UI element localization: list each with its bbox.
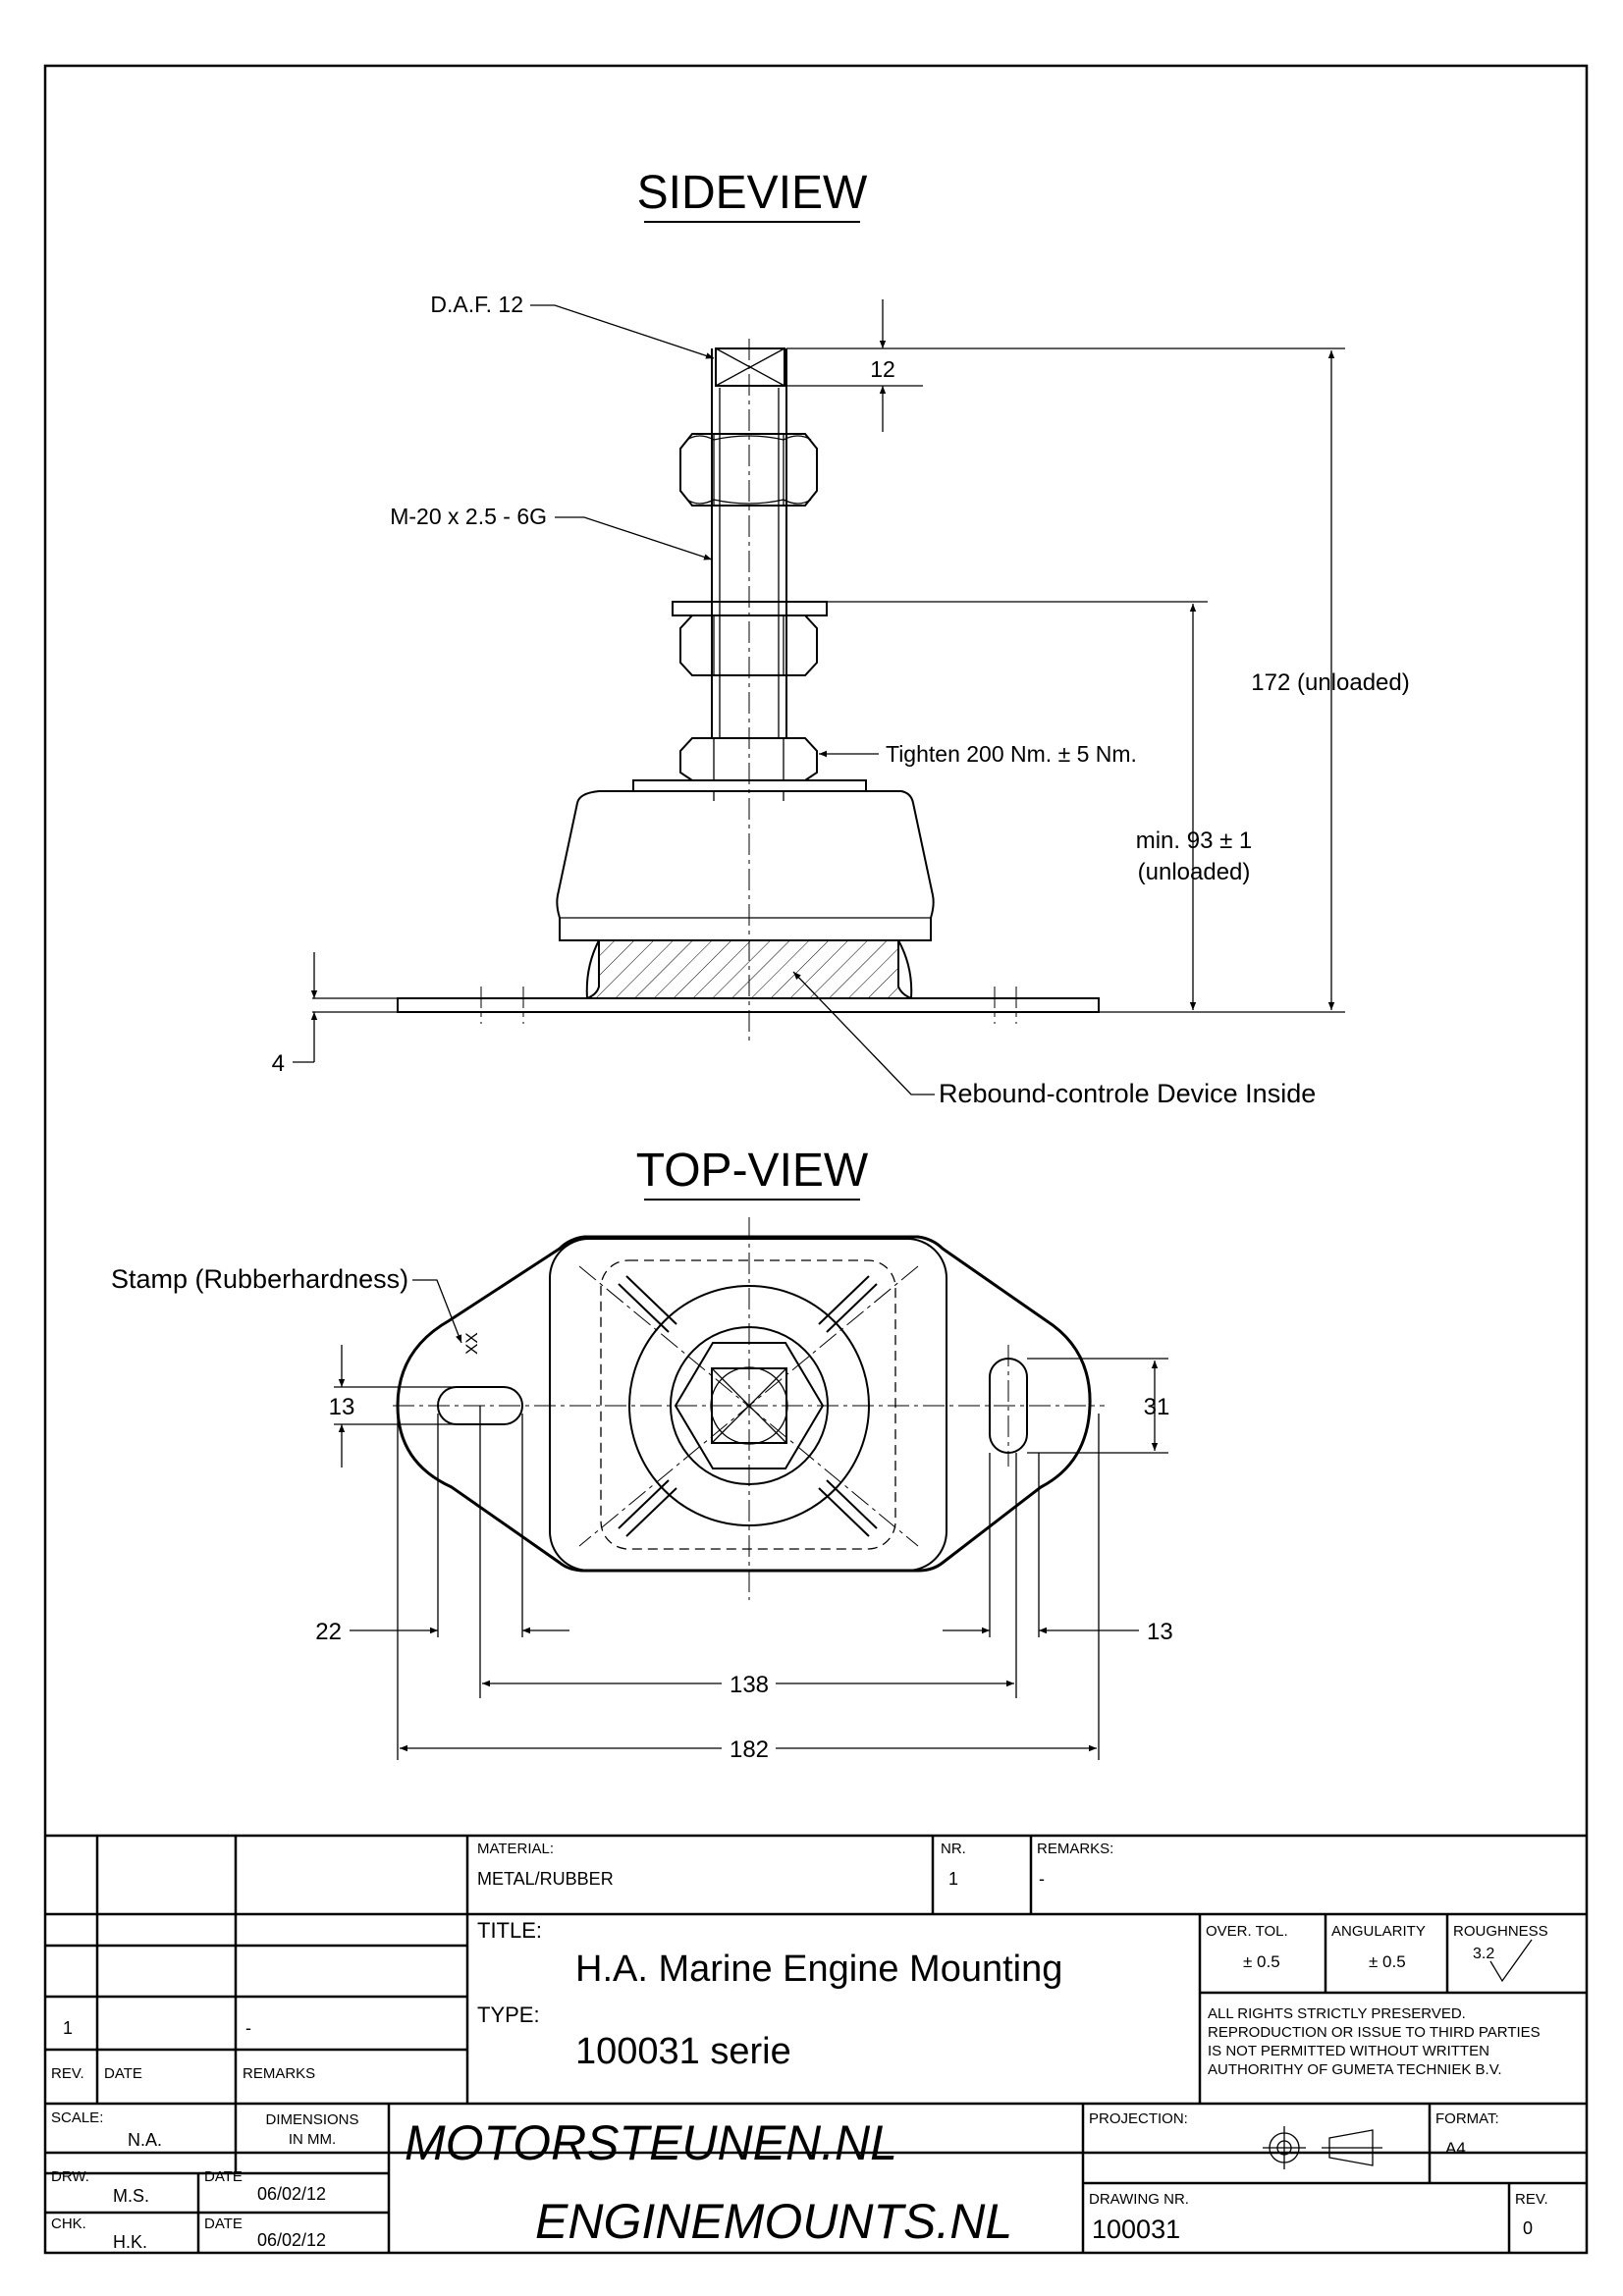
label-tighten: Tighten 200 Nm. ± 5 Nm. [886,741,1137,767]
tb-drw-date-value: 06/02/12 [257,2184,326,2204]
tb-rights-line4: AUTHORITHY OF GUMETA TECHNIEK B.V. [1208,2061,1502,2078]
tb-nr-value: 1 [948,1869,958,1889]
tb-rev-label-2: REV. [1515,2191,1548,2208]
topview: TOP-VIEW Stamp (Rubberhardne [111,1145,1173,1763]
label-dim-4: 4 [272,1050,285,1077]
tb-drw-value: M.S. [113,2186,149,2206]
label-dim-12: 12 [870,356,895,382]
base-plate [397,997,1100,1013]
rib-top-left [618,1275,677,1333]
tb-date-label: DATE [104,2065,142,2082]
stud-top-cross-2 [715,347,785,387]
rubber-side-left [585,939,600,999]
tb-dimensions-line1: DIMENSIONS [265,2111,358,2128]
tb-chk-label: CHK. [51,2216,86,2232]
label-rebound: Rebound-controle Device Inside [939,1079,1316,1108]
label-dim-31: 31 [1144,1394,1170,1420]
tb-drw-date-label: DATE [204,2168,243,2185]
tb-title-label: TITLE: [477,1918,542,1943]
tb-chk-date-label: DATE [204,2216,243,2232]
label-dim-93-line1: min. 93 ± 1 [1136,828,1253,854]
sideview-title: SIDEVIEW [637,167,868,219]
leader-daf [530,304,715,359]
label-dim-138: 138 [730,1672,769,1698]
tb-type-value: 100031 serie [575,2031,791,2072]
tb-drw-label: DRW. [51,2168,89,2185]
tb-chk-date-value: 06/02/12 [257,2230,326,2250]
stud-top-square [715,347,785,387]
tb-remarks-col-label: REMARKS [243,2065,315,2082]
topview-title: TOP-VIEW [636,1145,869,1197]
stud-square-top [711,1367,787,1444]
rib-bottom-left [618,1479,677,1537]
tb-remarks-label: REMARKS: [1037,1841,1113,1857]
label-daf: D.A.F. 12 [430,292,523,317]
tb-rights-line2: REPRODUCTION OR ISSUE TO THIRD PARTIES [1208,2024,1541,2041]
leader-stamp [412,1279,462,1344]
stud-circle-top [710,1366,788,1445]
tb-dimensions-line2: IN MM. [289,2131,336,2148]
label-stamp: Stamp (Rubberhardness) [111,1264,408,1294]
tb-roughness-label: ROUGHNESS [1453,1923,1548,1940]
roughness-symbol-icon [1489,1939,1533,1983]
tb-material-value: METAL/RUBBER [477,1869,614,1889]
rib-bottom-right [818,1479,878,1537]
tb-rev-value: 0 [1523,2218,1533,2238]
tb-drawing-nr-value: 100031 [1092,2215,1180,2244]
tb-drawing-nr-label: DRAWING NR. [1089,2191,1189,2208]
tb-rev-label: REV. [51,2065,84,2082]
flange-outline [396,1235,1092,1573]
inner-washer-circle [670,1326,829,1485]
label-dim-93-line2: (unloaded) [1138,859,1251,885]
rubber-side-right [897,939,913,999]
tb-material-label: MATERIAL: [477,1841,554,1857]
label-dim-172: 172 (unloaded) [1251,669,1409,696]
leader-rebound [792,971,935,1095]
label-dim-13-bottom: 13 [1147,1619,1173,1645]
upper-nut-chamfer [686,435,812,505]
tb-title-value: H.A. Marine Engine Mounting [575,1949,1062,1990]
tb-format-value: A4 [1445,2139,1466,2158]
middle-nut [679,614,818,676]
title-block: MATERIAL: METAL/RUBBER NR. 1 REMARKS: - … [45,1834,1587,2253]
sheet-border [43,64,1589,2255]
label-thread: M-20 x 2.5 - 6G [390,504,547,529]
tb-format-label: FORMAT: [1435,2110,1499,2127]
tb-over-tol-value: ± 0.5 [1243,1952,1280,1971]
rubber-body-square [549,1238,947,1572]
projection-symbol-icon [1263,2126,1382,2169]
outer-washer-circle [628,1285,870,1526]
stud-square-cross-2 [711,1367,787,1444]
rib-top-right [818,1275,878,1333]
tb-roughness-value: 3.2 [1473,1946,1494,1962]
tb-rev-row-rev: 1 [63,2018,73,2038]
leader-thread [555,516,713,561]
tb-scale-label: SCALE: [51,2109,103,2126]
rebound-device-section [586,939,912,999]
stamp-mark: XX [462,1332,481,1355]
tb-nr-label: NR. [941,1841,966,1857]
tb-chk-value: H.K. [113,2232,147,2252]
sideview: SIDEVIEW [272,167,1410,1108]
tb-angularity-label: ANGULARITY [1331,1923,1426,1940]
tb-brand-line2: ENGINEMOUNTS.NL [535,2194,1012,2249]
label-dim-22: 22 [315,1619,342,1645]
tb-remarks-value: - [1039,1869,1045,1889]
tb-projection-label: PROJECTION: [1089,2110,1188,2127]
tb-angularity-value: ± 0.5 [1369,1952,1406,1971]
rubber-cone [556,790,935,941]
label-dim-13-left: 13 [329,1394,355,1420]
label-dim-182: 182 [730,1736,769,1763]
tb-rev-row-remarks: - [245,2018,251,2038]
hex-nut-top [674,1342,825,1469]
tb-over-tol-label: OVER. TOL. [1206,1923,1288,1940]
tb-brand-line1: MOTORSTEUNEN.NL [405,2115,897,2170]
hidden-square [600,1259,896,1550]
tb-scale-value: N.A. [128,2130,162,2150]
tb-type-label: TYPE: [477,2002,540,2027]
tb-rights-line1: ALL RIGHTS STRICTLY PRESERVED. [1208,2005,1466,2022]
tb-rights-line3: IS NOT PERMITTED WITHOUT WRITTEN [1208,2043,1489,2059]
